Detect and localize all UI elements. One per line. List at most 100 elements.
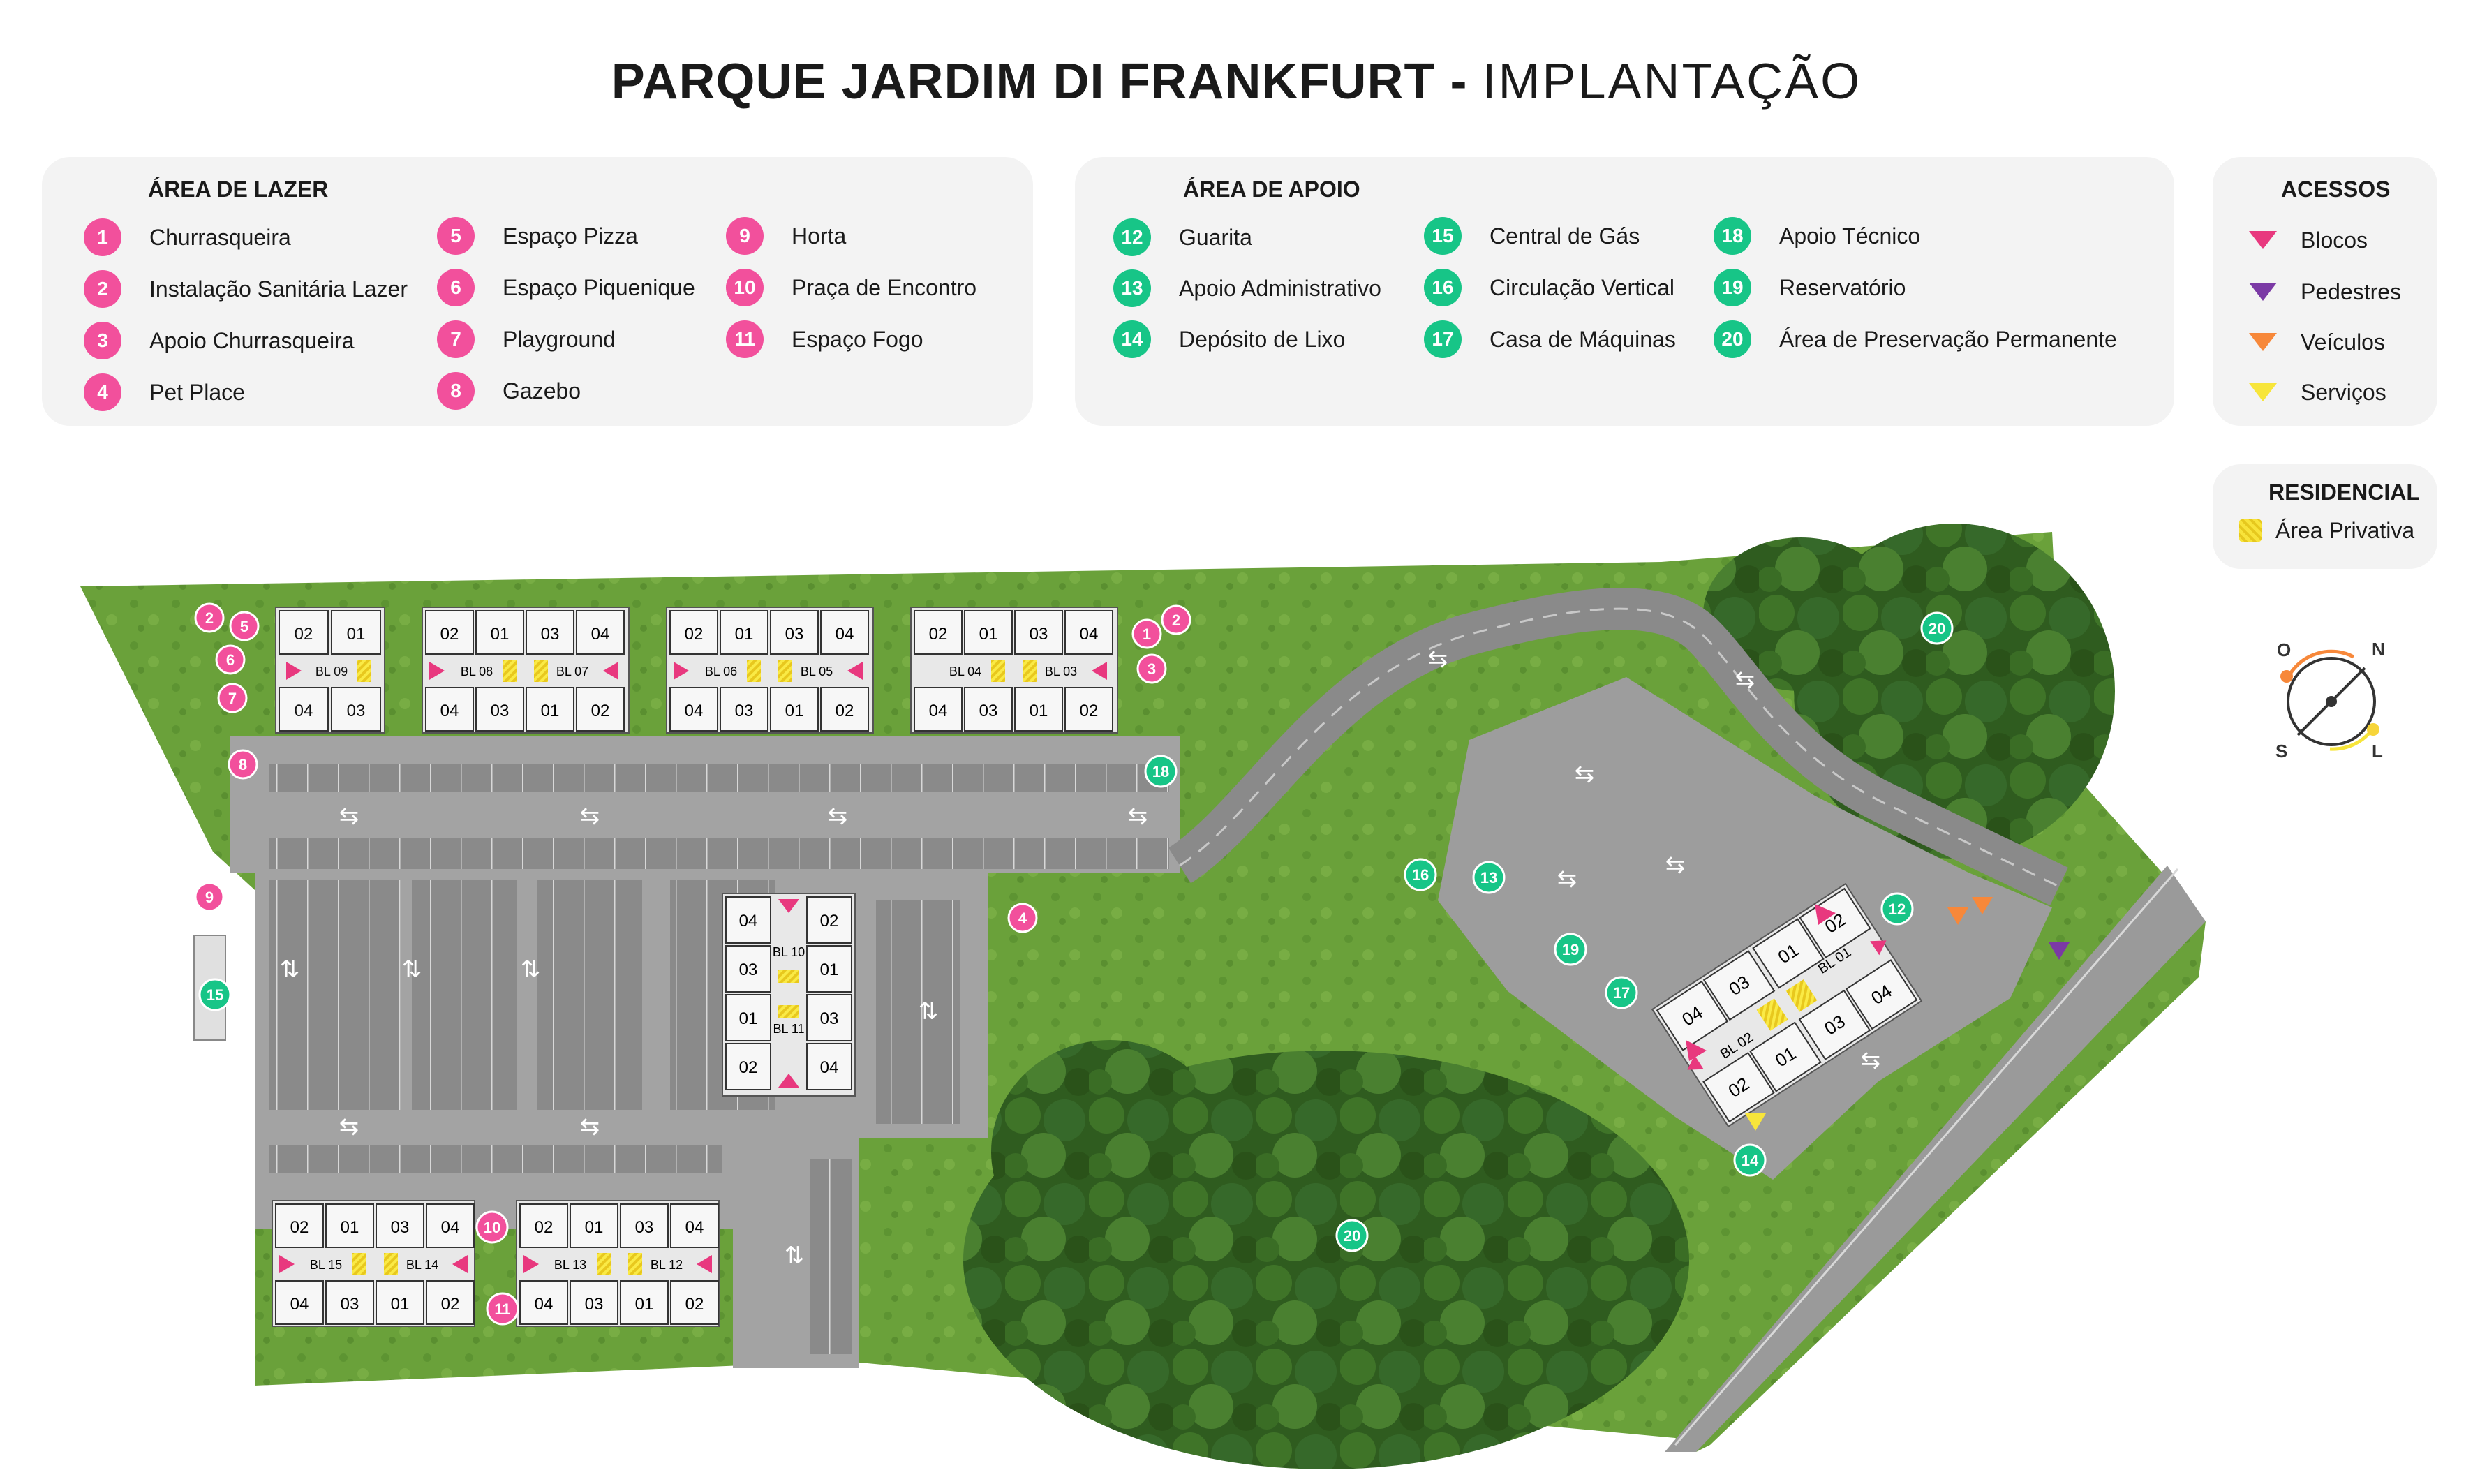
unit-label: 02 xyxy=(685,1295,704,1314)
unit-label: 01 xyxy=(491,625,510,644)
site-plan-map: 02 01 04 03 BL 09 02 01 03 04 04 03 01 0… xyxy=(80,524,2206,1469)
marker-badge: 8 xyxy=(437,372,475,410)
unit-label: 01 xyxy=(1030,702,1048,720)
legend-label: Instalação Sanitária Lazer xyxy=(149,276,408,302)
block-group-13-12: 02 01 03 04 04 03 01 02 BL 13 BL 12 xyxy=(516,1200,720,1327)
legend-item-8: 8 Gazebo xyxy=(437,372,581,410)
unit-label: 01 xyxy=(541,702,560,720)
unit-label: 04 xyxy=(929,702,948,720)
map-marker-20: 20 xyxy=(1335,1219,1369,1252)
block-label: BL 11 xyxy=(773,1022,804,1036)
legend-label: Apoio Administrativo xyxy=(1179,275,1381,301)
triangle-down-icon xyxy=(2249,231,2277,249)
unit-label: 03 xyxy=(735,702,754,720)
unit-label: 03 xyxy=(635,1218,654,1237)
legend-label: Guarita xyxy=(1179,224,1252,250)
block-label: BL 09 xyxy=(315,665,348,678)
legend-label: Praça de Encontro xyxy=(792,274,977,300)
block-group-08-07: 02 01 03 04 04 03 01 02 BL 08 BL 07 xyxy=(422,607,630,734)
hatch-swatch-icon xyxy=(2239,519,2262,542)
unit-label: 03 xyxy=(820,1009,839,1028)
flow-arrow: ⇆ xyxy=(1665,851,1686,879)
triangle-down-icon xyxy=(2249,283,2277,301)
legend-label: Serviços xyxy=(2301,379,2386,405)
legend-label: Pedestres xyxy=(2301,279,2402,304)
block-group-01-02: 04 03 01 02 02 01 03 04 BL 01 BL 02 xyxy=(1651,882,1923,1128)
unit-label: 04 xyxy=(440,702,459,720)
map-marker-14: 14 xyxy=(1733,1143,1767,1177)
marker-badge: 10 xyxy=(726,269,764,306)
map-marker-13: 13 xyxy=(1472,861,1506,894)
unit-label: 01 xyxy=(635,1295,654,1314)
map-marker-9: 9 xyxy=(194,882,225,912)
marker-badge: 19 xyxy=(1714,269,1751,306)
block-label: BL 07 xyxy=(556,665,588,678)
svg-text:19: 19 xyxy=(1562,941,1579,958)
unit-label: 02 xyxy=(591,702,610,720)
triangle-down-icon xyxy=(2249,333,2277,351)
unit-label: 02 xyxy=(820,912,839,930)
map-marker-6: 6 xyxy=(215,644,246,675)
flow-arrow: ⇆ xyxy=(339,802,359,830)
flow-arrow: ⇅ xyxy=(785,1242,805,1270)
block-group-04-03: 02 01 03 04 04 03 01 02 BL 04 BL 03 xyxy=(910,607,1118,734)
svg-text:16: 16 xyxy=(1412,866,1429,884)
svg-text:12: 12 xyxy=(1889,900,1906,918)
legend-lazer-title: ÁREA DE LAZER xyxy=(148,177,329,202)
service-access-icon xyxy=(1745,1113,1766,1131)
flow-arrow: ⇆ xyxy=(1861,1046,1881,1074)
flow-arrow: ⇅ xyxy=(280,956,300,984)
access-veiculos: Veículos xyxy=(2249,323,2385,361)
legend-label: Espaço Fogo xyxy=(792,326,923,352)
svg-text:3: 3 xyxy=(1148,660,1156,678)
map-marker-2b: 2 xyxy=(1161,604,1191,635)
svg-text:17: 17 xyxy=(1613,984,1630,1002)
unit-label: 04 xyxy=(535,1295,554,1314)
legend-label: Espaço Piquenique xyxy=(503,274,695,300)
legend-label: Pet Place xyxy=(149,379,245,405)
marker-badge: 1 xyxy=(84,218,121,256)
legend-label: Apoio Técnico xyxy=(1779,223,1921,248)
legend-acessos-title: ACESSOS xyxy=(2281,177,2391,202)
block-group-09: 02 01 04 03 BL 09 xyxy=(275,607,385,734)
block-label: BL 13 xyxy=(554,1258,586,1272)
unit-label: 04 xyxy=(685,1218,704,1237)
legend-item-10: 10 Praça de Encontro xyxy=(726,269,976,306)
unit-label: 02 xyxy=(685,625,704,644)
svg-text:2: 2 xyxy=(205,609,214,627)
unit-label: 01 xyxy=(820,960,839,979)
flow-arrow: ⇆ xyxy=(1128,802,1148,830)
svg-text:1: 1 xyxy=(1143,625,1151,643)
svg-text:20: 20 xyxy=(1344,1227,1360,1245)
legend-label: Espaço Pizza xyxy=(503,223,638,248)
legend-label: Gazebo xyxy=(503,378,581,403)
block-label: BL 14 xyxy=(406,1258,438,1272)
legend-label: Casa de Máquinas xyxy=(1490,326,1676,352)
marker-badge: 20 xyxy=(1714,320,1751,358)
unit-label: 01 xyxy=(785,702,804,720)
legend-label: Circulação Vertical xyxy=(1490,274,1674,300)
legend-label: Veículos xyxy=(2301,329,2385,355)
unit-label: 01 xyxy=(347,625,366,644)
flow-arrow: ⇆ xyxy=(1428,645,1448,673)
svg-text:13: 13 xyxy=(1480,869,1497,886)
block-group-10-11: 04 03 01 02 02 01 03 04 BL 10 BL 11 xyxy=(722,893,856,1097)
legend-label: Churrasqueira xyxy=(149,224,291,250)
block-label: BL 10 xyxy=(773,945,805,959)
legend-label: Central de Gás xyxy=(1490,223,1640,248)
access-servicos: Serviços xyxy=(2249,373,2386,411)
marker-badge: 2 xyxy=(84,270,121,308)
marker-badge: 14 xyxy=(1113,320,1151,358)
residencial-area-privativa: Área Privativa xyxy=(2239,512,2414,549)
flow-arrow: ⇅ xyxy=(919,997,939,1025)
map-marker-19: 19 xyxy=(1554,933,1587,966)
